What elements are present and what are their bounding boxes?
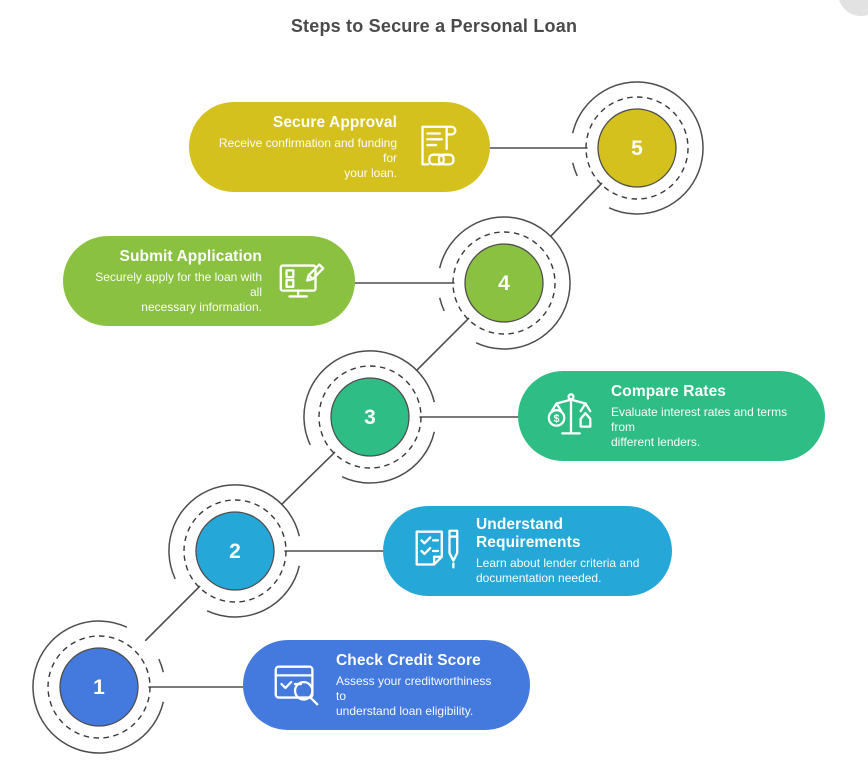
step-card-description: Assess your creditworthiness to understa… [336, 673, 492, 718]
step-node-5-circle [597, 108, 677, 188]
step-node-3-ring [303, 350, 436, 484]
balance-scale-dollar-icon: $ [544, 389, 598, 443]
step-card-title: Secure Approval [272, 113, 397, 131]
connector-step-4-5 [549, 182, 603, 238]
step-node-5-number: 5 [631, 137, 643, 160]
step-card-understand-requirements: Understand Requirements Learn about lend… [383, 506, 672, 596]
step-node-2: 2 [168, 484, 301, 618]
step-card-description: Securely apply for the loan with all nec… [95, 269, 262, 314]
step-node-3-circle [330, 377, 410, 457]
step-node-1: 1 [32, 620, 165, 754]
page-title: Steps to Secure a Personal Loan [290, 16, 578, 36]
step-node-1-circle [59, 647, 139, 727]
step-node-4-dashed-ring [452, 231, 556, 335]
step-card-secure-approval: Secure Approval Receive confirmation and… [189, 102, 490, 192]
checklist-document-pen-icon [409, 524, 463, 578]
step-card-check-credit-score: Check Credit Score Assess your creditwor… [243, 640, 530, 730]
step-node-2-ring [168, 484, 301, 618]
step-node-3-dashed-ring [318, 365, 422, 469]
step-card-title: Check Credit Score [336, 651, 481, 669]
step-card-description: Receive confirmation and funding for you… [218, 135, 397, 180]
svg-text:$: $ [554, 413, 560, 425]
step-node-3-number: 3 [364, 406, 376, 429]
step-node-1-ring [32, 620, 165, 754]
step-card-description: Evaluate interest rates and terms from d… [611, 404, 788, 449]
step-node-4-circle [464, 243, 544, 323]
step-card-compare-rates: $ Compare Rates Evaluate interest rates … [518, 371, 825, 461]
step-node-2-number: 2 [229, 540, 241, 563]
credit-check-browser-magnifier-icon [269, 658, 323, 712]
step-node-3: 3 [303, 350, 436, 484]
step-node-2-circle [195, 511, 275, 591]
monitor-pencil-form-icon [275, 254, 329, 308]
connector-step-3-4 [415, 317, 470, 372]
step-node-1-dashed-ring [47, 635, 151, 739]
step-node-4-number: 4 [498, 272, 510, 295]
step-node-5: 5 [571, 81, 704, 215]
step-node-5-dashed-ring [585, 96, 689, 200]
step-card-title: Submit Application [119, 247, 262, 265]
step-node-2-dashed-ring [183, 499, 287, 603]
step-node-4: 4 [438, 216, 571, 350]
connector-step-1-2 [144, 585, 201, 642]
document-handshake-icon [410, 120, 464, 174]
step-card-description: Learn about lender criteria and document… [476, 556, 640, 585]
connector-step-2-3 [280, 451, 336, 506]
step-card-submit-application: Submit Application Securely apply for th… [63, 236, 355, 326]
step-card-title: Understand Requirements [476, 516, 581, 551]
step-node-4-ring [438, 216, 571, 350]
step-node-1-number: 1 [93, 676, 105, 699]
step-node-5-ring [571, 81, 704, 215]
step-card-title: Compare Rates [611, 382, 727, 400]
